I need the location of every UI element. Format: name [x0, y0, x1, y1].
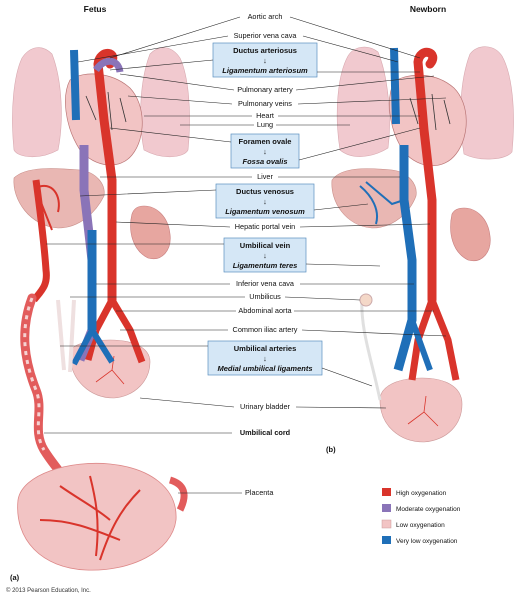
newborn-left-lung — [336, 46, 390, 157]
newborn-aorta — [413, 47, 438, 305]
svg-text:Umbilical vein: Umbilical vein — [240, 241, 291, 250]
panel-a-label: (a) — [10, 573, 20, 582]
svg-text:Ligamentum venosum: Ligamentum venosum — [225, 207, 305, 216]
svg-text:Ligamentum teres: Ligamentum teres — [233, 261, 298, 270]
label-hepatic-portal-vein: Hepatic portal vein — [235, 222, 295, 231]
label-liver: Liver — [257, 172, 273, 181]
svg-text:↓: ↓ — [263, 354, 267, 363]
legend-label-low: Low oxygenation — [396, 522, 445, 529]
legend-label-moderate: Moderate oxygenation — [396, 506, 461, 513]
fetus-anatomy — [12, 47, 190, 571]
newborn-inferior-vena-cava — [393, 145, 417, 372]
svg-text:Umbilical arteries: Umbilical arteries — [234, 344, 297, 353]
svg-text:Fossa ovalis: Fossa ovalis — [242, 157, 287, 166]
label-aortic-arch: Aortic arch — [248, 12, 283, 21]
newborn-anatomy — [331, 46, 514, 443]
newborn-umbilicus — [359, 293, 373, 307]
svg-text:↓: ↓ — [263, 197, 267, 206]
svg-text:Ductus venosus: Ductus venosus — [236, 187, 294, 196]
box-ductus-venosus: Ductus venosus ↓ Ligamentum venosum — [79, 183, 369, 219]
svg-text:↓: ↓ — [263, 147, 267, 156]
box-umbilical-arteries: Umbilical arteries ↓ Medial umbilical li… — [60, 340, 373, 387]
label-superior-vena-cava: Superior vena cava — [234, 31, 298, 40]
box-ductus-arteriosus: Ductus arteriosus ↓ Ligamentum arteriosu… — [109, 42, 420, 78]
label-inferior-vena-cava: Inferior vena cava — [236, 279, 295, 288]
svg-text:↓: ↓ — [263, 251, 267, 260]
box-umbilical-vein: Umbilical vein ↓ Ligamentum teres — [46, 237, 381, 273]
legend: High oxygenation Moderate oxygenation Lo… — [381, 488, 461, 545]
svg-text:Ductus arteriosus: Ductus arteriosus — [233, 46, 297, 55]
label-pulmonary-veins: Pulmonary veins — [238, 99, 292, 108]
legend-swatch-high — [382, 488, 391, 496]
newborn-liver — [331, 168, 417, 229]
label-urinary-bladder: Urinary bladder — [240, 402, 290, 411]
legend-label-very-low: Very low oxygenation — [396, 538, 458, 545]
legend-swatch-low — [381, 519, 392, 529]
labels: Fetus Newborn Aortic arch Superior vena … — [6, 4, 446, 594]
legend-label-high: High oxygenation — [396, 490, 447, 497]
newborn-header: Newborn — [410, 4, 446, 14]
fetus-right-lung — [140, 47, 190, 158]
newborn-heart — [389, 74, 467, 167]
label-placenta: Placenta — [245, 488, 274, 497]
newborn-kidney — [450, 207, 491, 262]
legend-swatch-very-low — [382, 536, 391, 544]
label-common-iliac-artery: Common iliac artery — [233, 325, 298, 334]
label-pulmonary-artery: Pulmonary artery — [237, 85, 293, 94]
svg-text:↓: ↓ — [263, 56, 267, 65]
newborn-bladder — [379, 377, 463, 443]
newborn-right-lung — [460, 46, 514, 160]
svg-text:Medial umbilical ligaments: Medial umbilical ligaments — [217, 364, 312, 373]
newborn-superior-vena-cava — [390, 47, 400, 125]
fetus-umbilical-cord — [20, 293, 69, 485]
svg-text:Ligamentum arteriosum: Ligamentum arteriosum — [222, 66, 308, 75]
fetus-superior-vena-cava — [70, 49, 80, 121]
legend-swatch-moderate — [382, 504, 391, 512]
box-foramen-ovale: Foramen ovale ↓ Fossa ovalis — [109, 127, 421, 169]
fetus-umbilical-vein — [31, 179, 50, 303]
fetus-left-lung — [12, 47, 62, 158]
label-abdominal-aorta: Abdominal aorta — [238, 306, 292, 315]
svg-text:Foramen ovale: Foramen ovale — [239, 137, 292, 146]
label-heart: Heart — [256, 111, 274, 120]
fetus-header: Fetus — [84, 4, 107, 14]
label-umbilicus: Umbilicus — [249, 292, 281, 301]
label-umbilical-cord: Umbilical cord — [240, 428, 290, 437]
copyright: © 2013 Pearson Education, Inc. — [6, 587, 91, 594]
panel-b-label: (b) — [326, 445, 336, 454]
label-lung: Lung — [257, 120, 273, 129]
fetus-kidney — [130, 205, 171, 260]
